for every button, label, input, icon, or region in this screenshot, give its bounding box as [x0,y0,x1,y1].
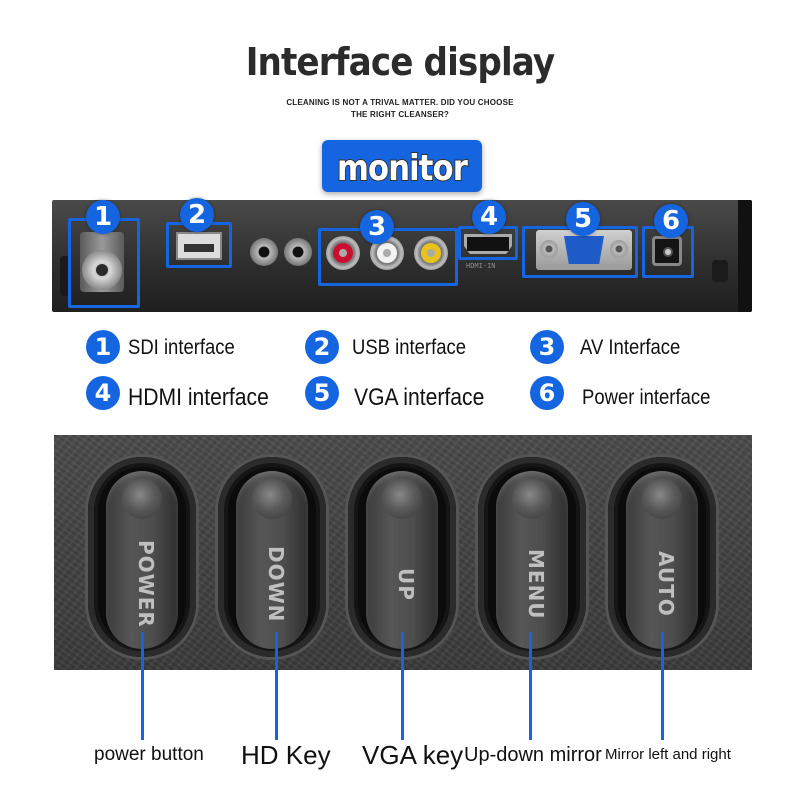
legend-badge: 3 [530,330,564,364]
leader-line [401,632,404,740]
legend-badge: 1 [86,330,120,364]
monitor-tag-label: monitor [336,147,469,190]
legend-label-power: Power interface [582,386,711,409]
caption-mirror-left-right: Mirror left and right [605,746,731,763]
port-number-badge: 4 [472,200,506,234]
legend-label-usb: USB interface [352,336,467,359]
subtitle-line-2: THE RIGHT CLEANSER? [350,110,450,119]
page-subtitle: CLEANING IS NOT A TRIVAL MATTER. DID YOU… [270,97,530,121]
legend-label-hdmi: HDMI interface [128,384,269,411]
control-button-menu[interactable]: MENU [478,457,586,657]
legend-label-vga: VGA interface [354,384,485,411]
leader-line [141,632,144,740]
caption-hd-key: HD Key [241,740,331,770]
button-key-text: POWER [134,540,158,628]
control-button-auto[interactable]: AUTO [608,457,716,657]
port-number-badge: 5 [566,202,600,236]
button-key-text: AUTO [654,551,678,617]
audio-jack-icon [250,238,278,266]
port-number-badge: 1 [86,200,120,234]
button-key-text: MENU [524,548,548,620]
buttons-panel: POWER DOWN UP MENU AUTO [54,435,752,670]
caption-vga-key: VGA key [362,740,464,770]
rca-port-icon [326,236,360,270]
hdmi-port-icon [464,234,512,254]
ports-panel: HDMI-IN [52,200,752,312]
subtitle-line-1: CLEANING IS NOT A TRIVAL MATTER. DID YOU… [286,98,514,107]
coax-port-icon [82,250,122,290]
audio-jack-icon [284,238,312,266]
leader-line [661,632,664,740]
control-button-down[interactable]: DOWN [218,457,326,657]
legend-badge: 6 [530,376,564,410]
caption-power-button: power button [94,744,204,765]
page-title: Interface display [245,40,556,84]
hdmi-port-mark: HDMI-IN [466,262,496,270]
legend-badge: 5 [305,376,339,410]
monitor-tag: monitor [322,140,482,192]
button-key-text: UP [394,567,418,601]
panel-edge [60,256,70,296]
legend-badge: 2 [305,330,339,364]
button-key-text: DOWN [264,545,288,623]
vga-port-icon [536,230,632,270]
caption-up-down-mirror: Up-down mirror [464,744,602,766]
port-number-badge: 2 [180,198,214,232]
control-button-up[interactable]: UP [348,457,456,657]
panel-knob [712,260,728,282]
usb-port-icon [176,232,222,260]
panel-edge [738,200,752,312]
legend-label-av: AV Interface [580,336,681,359]
control-button-power[interactable]: POWER [88,457,196,657]
legend-label-sdi: SDI interface [128,336,235,359]
port-number-badge: 3 [360,210,394,244]
port-number-badge: 6 [654,204,688,238]
leader-line [275,632,278,740]
leader-line [529,632,532,740]
legend-badge: 4 [86,376,120,410]
rca-port-icon [414,236,448,270]
